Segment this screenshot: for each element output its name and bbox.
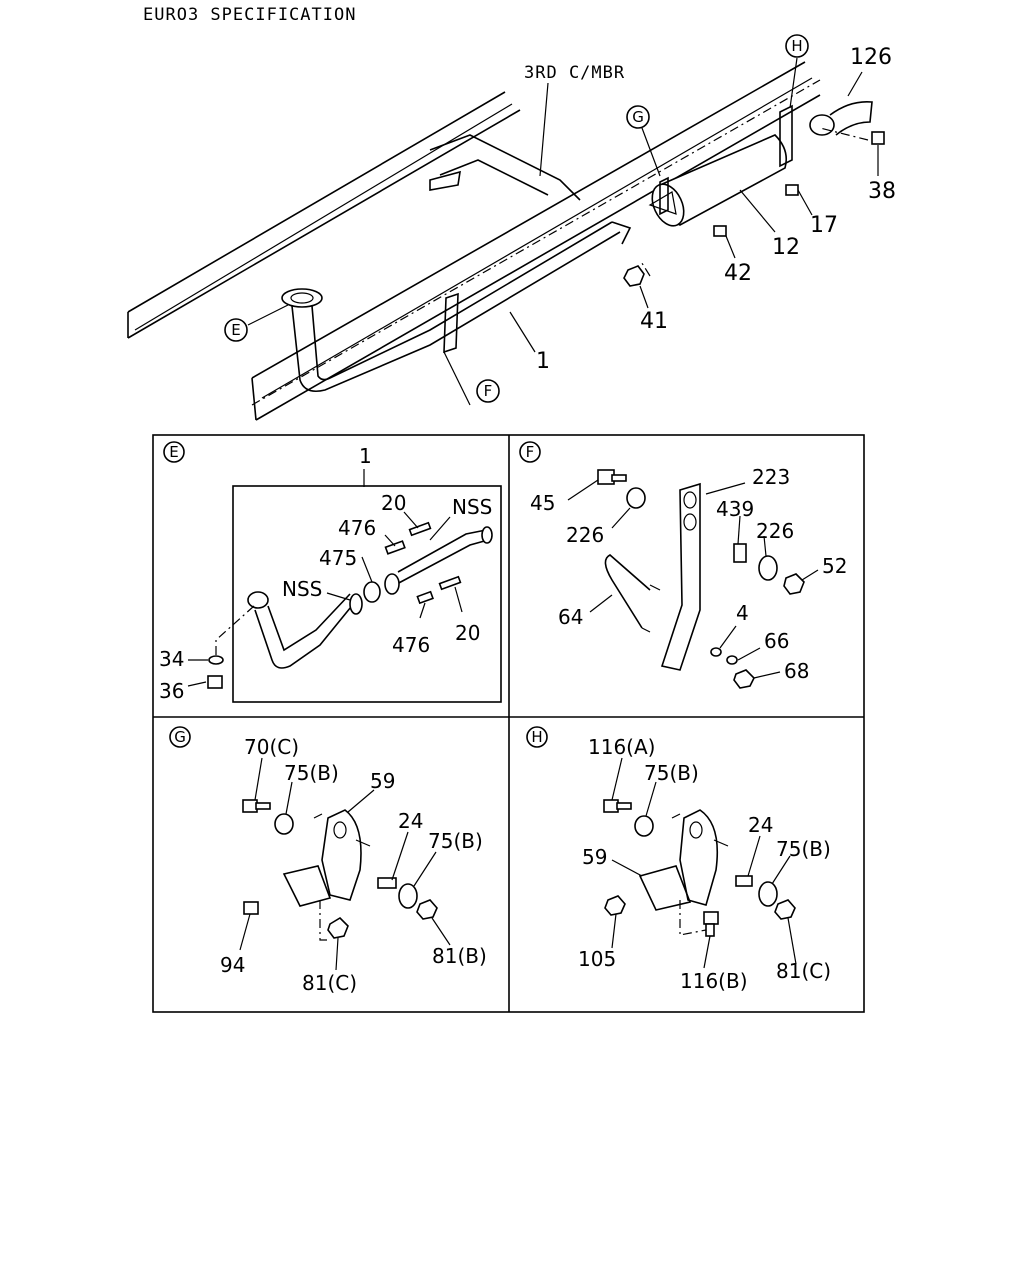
- callout-e: E: [224, 318, 248, 342]
- panel-f-label-226-right: 226: [756, 519, 794, 543]
- svg-text:F: F: [526, 443, 535, 461]
- svg-text:G: G: [174, 728, 186, 746]
- panel-g-label-81b: 81(B): [432, 944, 487, 968]
- part-label-17: 17: [810, 213, 838, 238]
- panel-f-label-439: 439: [716, 497, 754, 521]
- panel-f-label-4: 4: [736, 601, 749, 625]
- panel-e-letter: E: [163, 441, 185, 463]
- part-label-41: 41: [640, 309, 668, 334]
- panel-g-label-75b-upper: 75(B): [284, 761, 339, 785]
- panel-g-label-59: 59: [370, 769, 395, 793]
- main-assembly-view: 3RD C/MBR: [127, 34, 896, 421]
- bracket-g: [659, 176, 669, 216]
- panel-h-label-24: 24: [748, 813, 773, 837]
- panel-e-label-1: 1: [359, 444, 372, 468]
- detail-panel-f: F 223 45 439 226 226 52: [519, 441, 847, 689]
- panel-f-letter: F: [519, 441, 541, 463]
- panel-e-label-476-upper: 476: [338, 516, 376, 540]
- panel-e-label-36: 36: [159, 679, 184, 703]
- detail-panel-h: H 116(A) 75(B) 24 75(B) 59 105 116(B): [526, 726, 831, 993]
- panel-e-assembly-box: [232, 485, 502, 703]
- upper-frame-rail: [127, 91, 521, 339]
- part-label-42: 42: [724, 261, 752, 286]
- panel-g-label-81c: 81(C): [302, 971, 357, 995]
- callout-f: F: [476, 379, 500, 403]
- panel-e-label-34: 34: [159, 647, 184, 671]
- callout-h: H: [785, 34, 809, 58]
- panel-e-label-20-lower: 20: [455, 621, 480, 645]
- svg-text:E: E: [231, 321, 240, 339]
- front-exhaust-pipe: [281, 221, 632, 393]
- panel-h-label-59: 59: [582, 845, 607, 869]
- third-cross-member: [429, 82, 581, 201]
- part-label-1: 1: [536, 349, 550, 374]
- diagram-title: EURO3 SPECIFICATION: [143, 5, 356, 25]
- panel-h-label-105: 105: [578, 947, 616, 971]
- panel-e-label-20: 20: [381, 491, 406, 515]
- main-view-fasteners: [623, 131, 885, 287]
- panel-e-label-nss-left: NSS: [282, 577, 322, 601]
- tail-pipe: [809, 100, 873, 136]
- detail-panel-g: G 70(C) 75(B) 59 24 75(B) 94 81(B) 81(: [169, 726, 487, 995]
- panel-h-label-75b-upper: 75(B): [644, 761, 699, 785]
- panel-g-label-70c: 70(C): [244, 735, 299, 759]
- part-label-38: 38: [868, 179, 896, 204]
- panel-h-label-116a: 116(A): [588, 735, 655, 759]
- panel-f-label-226-left: 226: [566, 523, 604, 547]
- callout-g: G: [626, 105, 650, 129]
- panel-h-label-75b-lower: 75(B): [776, 837, 831, 861]
- panel-f-label-66: 66: [764, 629, 789, 653]
- lower-frame-rail: [251, 61, 821, 421]
- svg-text:H: H: [791, 37, 802, 55]
- part-label-126: 126: [850, 45, 892, 70]
- panel-h-letter: H: [526, 726, 548, 748]
- panel-h-label-81c: 81(C): [776, 959, 831, 983]
- panel-f-label-68: 68: [784, 659, 809, 683]
- part-label-12: 12: [772, 235, 800, 260]
- muffler: [648, 134, 788, 227]
- panel-f-label-64: 64: [558, 605, 583, 629]
- main-view-leaders: [247, 57, 879, 353]
- panel-f-label-52: 52: [822, 554, 847, 578]
- panel-e-label-475: 475: [319, 546, 357, 570]
- bracket-h: [779, 104, 793, 168]
- panel-g-label-75b-lower: 75(B): [428, 829, 483, 853]
- svg-text:F: F: [484, 382, 493, 400]
- svg-text:H: H: [531, 728, 542, 746]
- frame-label-3rd-cmbr: 3RD C/MBR: [524, 63, 625, 83]
- panel-g-letter: G: [169, 726, 191, 748]
- svg-text:G: G: [632, 108, 644, 126]
- panel-g-label-94: 94: [220, 953, 245, 977]
- panel-e-label-476-lower: 476: [392, 633, 430, 657]
- detail-panel-e: E 1 20 NSS 476 475 NS: [159, 441, 502, 703]
- hanger-f: [443, 292, 471, 406]
- panel-e-label-nss-right: NSS: [452, 495, 492, 519]
- panel-f-label-223: 223: [752, 465, 790, 489]
- panel-g-label-24: 24: [398, 809, 423, 833]
- panel-h-label-116b: 116(B): [680, 969, 748, 993]
- detail-panel-grid: [152, 434, 865, 1013]
- panel-f-label-45: 45: [530, 491, 555, 515]
- svg-text:E: E: [169, 443, 178, 461]
